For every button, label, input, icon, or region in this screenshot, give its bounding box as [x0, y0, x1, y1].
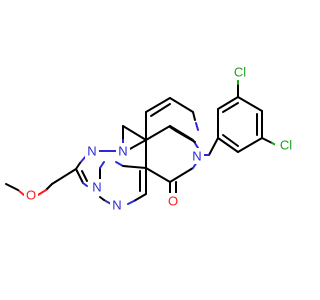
atom-cl-right: Cl — [280, 138, 292, 153]
bond — [45, 183, 53, 191]
bond-n — [103, 199, 112, 205]
atom-cl-top: Cl — [234, 65, 246, 80]
bond — [208, 137, 219, 156]
atom-n-triazole-bottom: N — [92, 180, 101, 195]
bond — [5, 183, 19, 191]
methoxymethyl-chain — [5, 168, 77, 196]
bond — [99, 196, 105, 201]
bond — [261, 137, 273, 144]
bond — [217, 96, 239, 110]
bond — [192, 111, 196, 121]
bond — [145, 125, 171, 141]
bond-n — [127, 200, 135, 205]
pyrimidine-ring — [99, 125, 147, 205]
bond-double — [222, 134, 239, 147]
fused-ring-bonds — [122, 97, 199, 151]
bond — [150, 103, 171, 117]
bond — [51, 168, 77, 185]
atom-labels: Cl Cl N O N N N N O — [24, 64, 297, 213]
pyridone-ring — [145, 125, 219, 197]
dichlorophenyl-ring — [217, 79, 277, 153]
bond-n — [99, 161, 105, 169]
bond — [75, 162, 81, 170]
bond — [169, 97, 194, 113]
bond — [175, 130, 196, 143]
bond-n — [82, 182, 88, 187]
bond — [133, 193, 147, 202]
bond — [169, 126, 177, 132]
atom-o-carbonyl: O — [168, 194, 178, 209]
bond — [217, 137, 239, 153]
atom-n-pyrimidine: N — [112, 198, 121, 213]
bond-n — [115, 161, 124, 167]
bond — [145, 97, 171, 113]
bond — [145, 167, 171, 183]
bond-o — [17, 189, 25, 196]
molecule-structure: Cl Cl N O N N N N O — [5, 64, 297, 213]
atom-n-pyridone: N — [192, 149, 201, 164]
bond — [122, 165, 147, 169]
atom-n-bridge: N — [118, 144, 127, 159]
atom-n-triazole-top: N — [87, 144, 96, 159]
bond-n — [195, 122, 199, 131]
bond — [169, 167, 194, 183]
bond — [237, 96, 263, 112]
bond-o — [37, 189, 47, 196]
bond — [127, 139, 147, 151]
bond — [75, 168, 84, 184]
atom-o-ether: O — [26, 188, 36, 203]
bond — [81, 170, 88, 182]
bond — [237, 137, 263, 153]
bond-double — [222, 102, 239, 113]
bond — [122, 125, 147, 141]
